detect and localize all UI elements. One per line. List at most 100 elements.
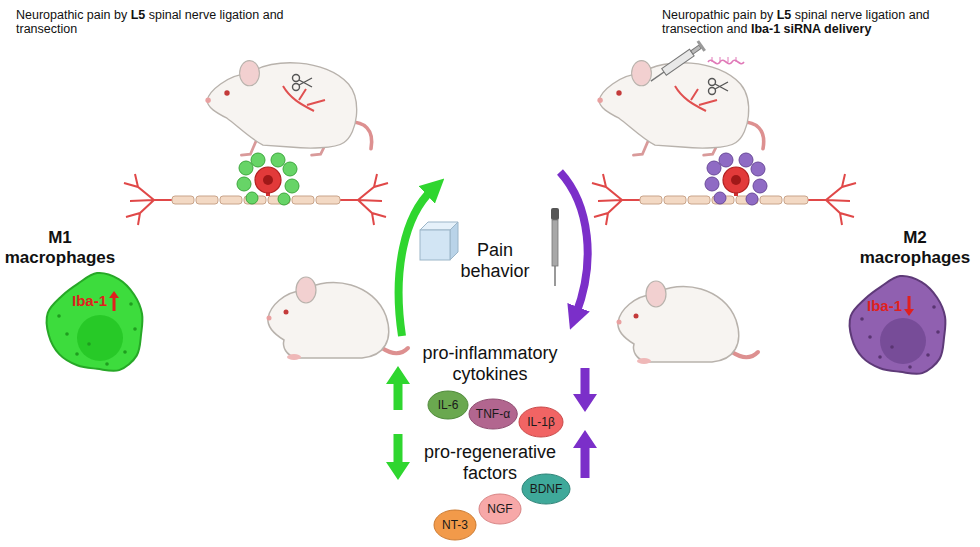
cytokine-oval: IL-6 bbox=[427, 390, 469, 420]
macrophage-cell: M1 macrophagesIba-1 bbox=[42, 272, 152, 376]
factor-name: NT-3 bbox=[442, 518, 468, 532]
illustration-part bbox=[283, 162, 297, 176]
illustration-part bbox=[267, 277, 409, 360]
cell-granule bbox=[932, 305, 936, 309]
marker-label: Iba-1 bbox=[72, 292, 107, 310]
macrophage-cell: M2 macrophagesIba-1 bbox=[845, 275, 955, 379]
illustration-part bbox=[246, 192, 258, 204]
curved-arrow bbox=[399, 190, 432, 336]
cell-outline bbox=[845, 275, 955, 379]
nerve-line bbox=[283, 86, 325, 111]
factor-oval: NGF bbox=[478, 493, 522, 525]
illustration-part bbox=[705, 177, 719, 191]
marker-label: Iba-1 bbox=[867, 297, 902, 315]
cell-granule bbox=[878, 355, 882, 359]
cell-granule bbox=[860, 317, 864, 321]
factor-oval: NT-3 bbox=[433, 509, 477, 541]
increase-arrow bbox=[386, 366, 410, 410]
cell-granule bbox=[926, 353, 930, 357]
oval-shape bbox=[519, 407, 563, 437]
illustration-part bbox=[746, 193, 758, 205]
change-arrow bbox=[109, 291, 119, 311]
illustration-part bbox=[719, 153, 733, 167]
illustration-part bbox=[597, 61, 763, 156]
increase-arrow bbox=[573, 430, 597, 478]
cell-granule bbox=[123, 350, 127, 354]
decrease-arrow bbox=[386, 434, 410, 480]
illustration-part bbox=[697, 40, 706, 52]
decrease-arrow bbox=[573, 368, 597, 412]
illustration-part bbox=[293, 75, 313, 91]
cell-granule bbox=[868, 335, 872, 339]
cell-nucleus bbox=[880, 318, 926, 364]
illustration-part bbox=[651, 72, 664, 81]
cell-heading: M2 macrophages bbox=[859, 228, 971, 269]
cell-heading: M1 macrophages bbox=[4, 228, 116, 269]
factor-oval: BDNF bbox=[521, 473, 571, 505]
curved-arrow bbox=[560, 172, 588, 314]
illustration-part bbox=[551, 208, 559, 220]
caption-text: Neuropathic pain by L5 spinal nerve liga… bbox=[662, 8, 972, 37]
oval-shape bbox=[522, 474, 570, 504]
factor-name: IL-1β bbox=[527, 415, 555, 429]
illustration-part bbox=[691, 45, 701, 54]
oval-shape bbox=[434, 510, 476, 540]
illustration-part bbox=[205, 61, 371, 156]
satellite-cells bbox=[705, 153, 767, 205]
cell-body bbox=[47, 273, 143, 371]
cell-outline bbox=[42, 272, 152, 376]
illustration-part bbox=[124, 167, 388, 225]
factor-name: IL-6 bbox=[438, 398, 459, 412]
change-arrow bbox=[904, 296, 914, 316]
illustration-part bbox=[617, 281, 759, 364]
cell-granule bbox=[908, 365, 912, 369]
factor-name: NGF bbox=[487, 502, 512, 516]
satellite-cells bbox=[237, 153, 299, 205]
illustration-part bbox=[552, 220, 558, 266]
illustration-part bbox=[751, 162, 765, 176]
cell-granule bbox=[129, 302, 133, 306]
cell-membrane bbox=[47, 273, 143, 371]
illustration-part bbox=[714, 192, 726, 204]
cytokine-oval: TNF-α bbox=[468, 398, 518, 430]
illustration-part bbox=[753, 179, 767, 193]
cell-body bbox=[850, 276, 946, 374]
illustration-part bbox=[271, 153, 285, 167]
cell-granule bbox=[890, 345, 894, 349]
center-label: Pain behavior bbox=[445, 240, 545, 281]
illustration-part bbox=[707, 161, 721, 175]
ice-cube-icon bbox=[420, 222, 458, 260]
nerve-line bbox=[675, 86, 717, 111]
sirna-icon bbox=[708, 60, 744, 63]
illustration-part bbox=[554, 266, 556, 286]
group-label: pro-inflammatory cytokines bbox=[405, 343, 575, 384]
illustration-part bbox=[592, 167, 856, 225]
illustration-part bbox=[278, 193, 290, 205]
syringe-icon bbox=[647, 40, 705, 86]
factor-name: TNF-α bbox=[476, 407, 510, 421]
illustration-part bbox=[239, 161, 253, 175]
cell-granule bbox=[936, 330, 940, 334]
illustration-part bbox=[450, 222, 458, 260]
cell-granule bbox=[87, 342, 91, 346]
filament-icon bbox=[551, 208, 559, 286]
illustration-part bbox=[251, 153, 265, 167]
illustration-part bbox=[285, 179, 299, 193]
group-label: pro-regenerative factors bbox=[405, 442, 575, 483]
cell-nucleus bbox=[77, 315, 123, 361]
oval-shape bbox=[428, 391, 468, 419]
sirna-icon bbox=[712, 57, 736, 62]
cytokine-oval: IL-1β bbox=[518, 406, 564, 438]
cell-granule bbox=[65, 332, 69, 336]
illustration-part bbox=[739, 153, 753, 167]
illustration-part bbox=[709, 79, 729, 95]
cell-granule bbox=[105, 362, 109, 366]
cell-membrane bbox=[850, 276, 946, 374]
factor-name: BDNF bbox=[530, 482, 563, 496]
oval-shape bbox=[469, 399, 517, 429]
illustration-part bbox=[237, 177, 251, 191]
cell-granule bbox=[75, 352, 79, 356]
oval-shape bbox=[479, 494, 521, 524]
